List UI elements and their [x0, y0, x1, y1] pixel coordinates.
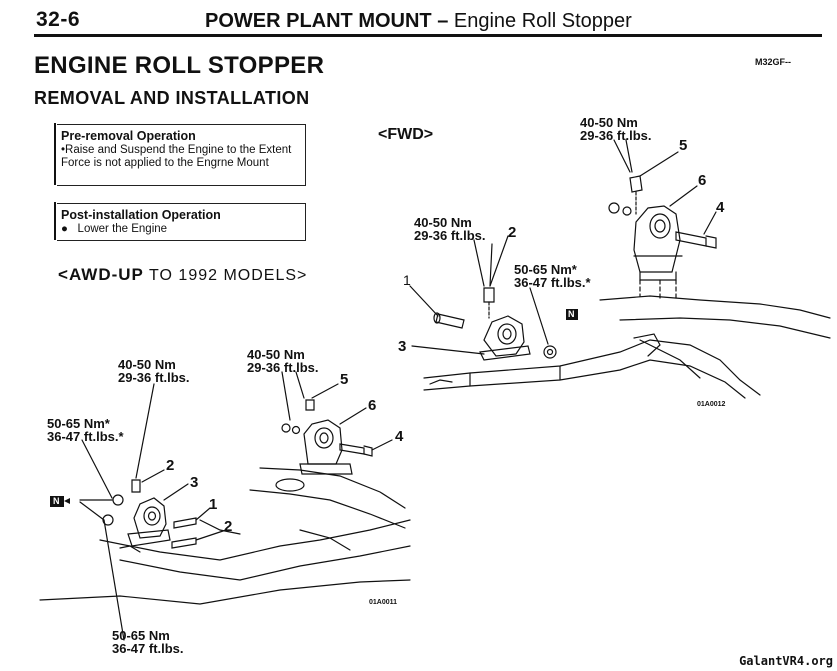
fwd-bolt-1: [433, 312, 465, 329]
awd-prefix: <: [58, 265, 69, 284]
torque-ftlb: 29-36 ft.lbs.: [118, 370, 190, 385]
post-installation-title: Post-installation Operation: [61, 208, 221, 222]
post-installation-text: ● Lower the Engine: [61, 223, 301, 236]
awd-rest: TO 1992 MODELS: [143, 267, 298, 284]
post-installation-box: Post-installation Operation ● Lower the …: [54, 202, 306, 241]
pre-removal-title: Pre-removal Operation: [61, 129, 196, 143]
awd-callout-3: 3: [190, 474, 199, 491]
torque-nm: 50-65 Nm: [112, 628, 170, 643]
torque-nm: 40-50 Nm: [247, 347, 305, 362]
awd-nuts-n: [102, 494, 124, 526]
fwd-callout-5: 5: [679, 137, 688, 154]
fwd-callout-1: 1: [403, 272, 411, 288]
page-title: ENGINE ROLL STOPPER: [34, 52, 325, 79]
awd-callout-6: 6: [368, 397, 377, 414]
awd-subframe: [39, 467, 411, 605]
doc-code: M32GF--: [755, 57, 791, 67]
awd-callout-2-upper: 2: [166, 457, 175, 474]
awd-roll-stopper-3: [127, 497, 171, 547]
subsection-name: Engine Roll Stopper: [453, 10, 632, 32]
fwd-nut-5: [608, 175, 643, 216]
awd-model-heading: <AWD-UP TO 1992 MODELS>: [58, 265, 307, 285]
page-subtitle: REMOVAL AND INSTALLATION: [34, 88, 310, 108]
pre-removal-step: Raise and Suspend the Engine to the Exte…: [61, 144, 292, 169]
fwd-roll-stopper-bracket: [633, 205, 683, 301]
header-rule: [34, 34, 822, 37]
awd-nut-5: [281, 399, 315, 435]
fwd-crossmember: [423, 295, 831, 399]
fwd-n-tag: N: [568, 309, 575, 319]
fwd-figure-code: 01A0012: [697, 401, 726, 408]
page-number: 32-6: [36, 8, 81, 31]
torque-ftlb: 36-47 ft.lbs.*: [514, 275, 591, 290]
torque-nm: 40-50 Nm: [118, 357, 176, 372]
bullet: ●: [61, 223, 68, 235]
watermark: GalantVR4.org: [739, 654, 833, 668]
pre-removal-text: •Raise and Suspend the Engine to the Ext…: [61, 144, 301, 170]
torque-ftlb: 29-36 ft.lbs.: [247, 360, 319, 375]
fwd-torque-n: 50-65 Nm*36-47 ft.lbs.*: [514, 263, 591, 289]
fwd-roll-stopper-3: [479, 315, 531, 361]
torque-nm: 50-65 Nm*: [47, 416, 110, 431]
awd-model: AWD-UP: [68, 265, 144, 284]
awd-n-tag-box: [50, 496, 64, 507]
section-header: POWER PLANT MOUNT – Engine Roll Stopper: [205, 10, 632, 33]
torque-nm: 40-50 Nm: [580, 115, 638, 130]
awd-callout-2-lower: 2: [224, 518, 233, 535]
fwd-heading: <FWD>: [378, 126, 434, 143]
torque-ftlb: 36-47 ft.lbs.*: [47, 429, 124, 444]
pre-removal-box: Pre-removal Operation •Raise and Suspend…: [54, 123, 306, 186]
torque-ftlb: 29-36 ft.lbs.: [580, 128, 652, 143]
awd-callout-1: 1: [209, 496, 218, 513]
torque-ftlb: 36-47 ft.lbs.: [112, 641, 184, 656]
post-installation-step: Lower the Engine: [77, 223, 168, 235]
awd-figure-code: 01A0011: [369, 599, 398, 606]
fwd-bolt-4: [675, 231, 717, 249]
awd-suffix: >: [297, 267, 308, 284]
fwd-n-tag-box: [566, 309, 578, 320]
fwd-callout-2: 2: [508, 224, 517, 241]
awd-n-tag: N: [53, 496, 60, 506]
awd-roll-stopper-bracket: [299, 419, 353, 475]
awd-callout-5: 5: [340, 371, 349, 388]
box-left-rule: [54, 123, 56, 185]
torque-nm: 50-65 Nm*: [514, 262, 577, 277]
fwd-bolt-2: [483, 287, 495, 319]
section-name: POWER PLANT MOUNT: [205, 10, 432, 32]
fwd-callout-4: 4: [716, 199, 725, 216]
fwd-callout-6: 6: [698, 172, 707, 189]
awd-torque-n: 50-65 Nm*36-47 ft.lbs.*: [47, 417, 124, 443]
fwd-callout-3: 3: [398, 338, 407, 355]
awd-bolt-4: [339, 443, 373, 457]
header-dash: –: [437, 10, 449, 32]
awd-callout-4: 4: [395, 428, 404, 445]
torque-nm: 40-50 Nm: [414, 215, 472, 230]
fwd-nut-n: [543, 345, 557, 359]
awd-bolts: [131, 479, 197, 549]
box-left-rule: [54, 202, 56, 240]
bullet: •: [61, 144, 66, 156]
torque-ftlb: 29-36 ft.lbs.: [414, 228, 486, 243]
